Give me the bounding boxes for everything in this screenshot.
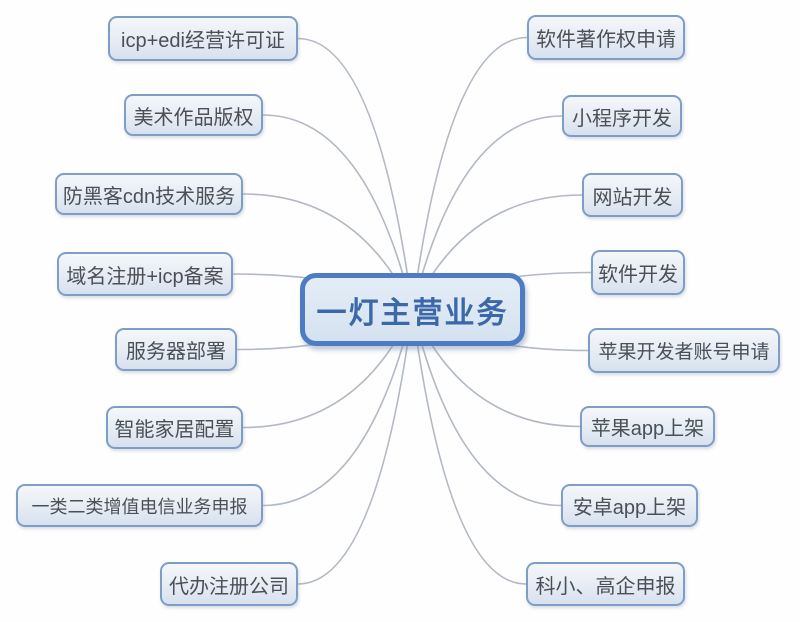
node-left-2[interactable]: 美术作品版权 [124, 94, 263, 136]
node-right-1[interactable]: 软件著作权申请 [527, 15, 685, 60]
node-left-4[interactable]: 域名注册+icp备案 [57, 252, 233, 296]
node-right-3[interactable]: 网站开发 [582, 173, 683, 217]
node-left-6[interactable]: 智能家居配置 [106, 406, 243, 449]
node-right-8[interactable]: 科小、高企申报 [526, 562, 685, 606]
node-right-2[interactable]: 小程序开发 [562, 95, 682, 137]
node-right-6[interactable]: 苹果app上架 [580, 406, 715, 447]
node-left-7[interactable]: 一类二类增值电信业务申报 [16, 484, 263, 527]
node-right-7[interactable]: 安卓app上架 [561, 484, 698, 527]
node-center-main-topic[interactable]: 一灯主营业务 [300, 273, 525, 346]
node-left-3[interactable]: 防黑客cdn技术服务 [55, 173, 243, 215]
node-left-8[interactable]: 代办注册公司 [160, 562, 298, 606]
node-left-5[interactable]: 服务器部署 [115, 328, 237, 371]
node-left-1[interactable]: icp+edi经营许可证 [108, 16, 298, 61]
node-right-4[interactable]: 软件开发 [591, 250, 685, 295]
node-right-5[interactable]: 苹果开发者账号申请 [588, 328, 780, 373]
